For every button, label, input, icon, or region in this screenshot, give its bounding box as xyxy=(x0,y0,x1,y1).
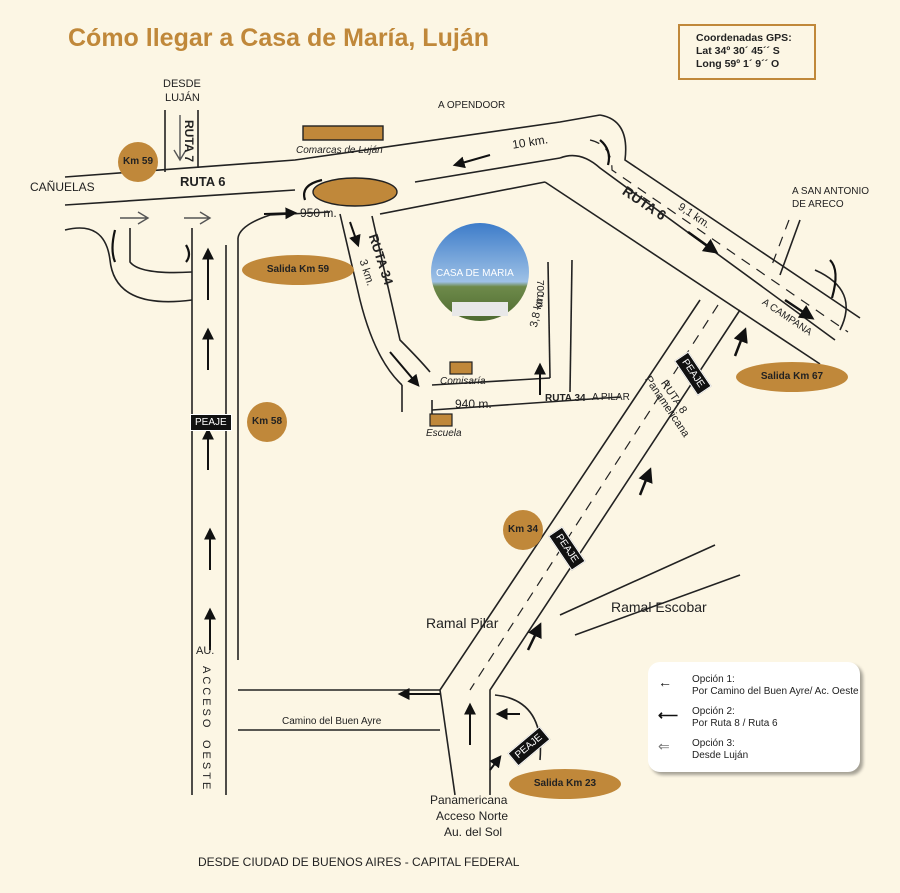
legend-opt2-desc: Por Ruta 8 / Ruta 6 xyxy=(692,718,778,729)
legend-opt3-title: Opción 3: xyxy=(692,738,735,749)
camino-buen-ayre-label: Camino del Buen Ayre xyxy=(282,716,382,727)
panamericana-label-3: Au. del Sol xyxy=(444,825,503,839)
canuelas-label: CAÑUELAS xyxy=(30,180,95,194)
gps-heading: Coordenadas GPS: xyxy=(696,32,792,44)
gps-long: Long 59º 1´ 9´´ O xyxy=(696,58,780,70)
legend-box: ← Opción 1: Por Camino del Buen Ayre/ Ac… xyxy=(648,662,860,772)
km59-badge: Km 59 xyxy=(122,156,153,167)
legend-opt3-desc: Desde Luján xyxy=(692,750,749,761)
comisaria-label: Comisaría xyxy=(440,376,486,387)
legend-opt1-desc: Por Camino del Buen Ayre/ Ac. Oeste xyxy=(692,686,859,697)
oeste-label: OESTE xyxy=(200,740,212,793)
panamericana-label-2: Acceso Norte xyxy=(436,809,509,823)
gps-box: Coordenadas GPS: Lat 34º 30´ 45´´ S Long… xyxy=(678,24,816,80)
ruta34-road xyxy=(339,213,403,386)
km59-dot xyxy=(118,142,158,182)
a-san-antonio-label-2: DE ARECO xyxy=(792,199,844,210)
km34-dot xyxy=(503,510,543,550)
ruta6-south-edge-left xyxy=(64,189,296,206)
a-opendoor-label: A OPENDOOR xyxy=(438,100,506,111)
au-label: AU. xyxy=(196,645,215,657)
km58-dot xyxy=(247,402,287,442)
desde-lujan-label-2: LUJÁN xyxy=(165,92,200,104)
comarcas-label: Comarcas de Luján xyxy=(296,145,383,156)
double-arrow-icon: ⟵ xyxy=(658,707,679,723)
ruta7-label: RUTA 7 xyxy=(182,120,196,162)
salida-km23-badge: Salida Km 23 xyxy=(533,778,597,789)
single-arrow-icon: ← xyxy=(658,674,672,690)
ramal-pilar-label: Ramal Pilar xyxy=(426,615,499,631)
footer-text: DESDE CIUDAD DE BUENOS AIRES - CAPITAL F… xyxy=(198,855,520,869)
peaje-acceso-oeste: PEAJE xyxy=(190,414,232,431)
salida-km67-badge: Salida Km 67 xyxy=(760,371,824,382)
km34-badge: Km 34 xyxy=(507,524,538,535)
m940-label: 940 m. xyxy=(455,397,492,411)
ruta6-left-label: RUTA 6 xyxy=(180,174,226,189)
m950-label: 950 m. xyxy=(300,206,337,220)
comisaria-block xyxy=(449,361,473,375)
km58-badge: Km 58 xyxy=(251,416,282,427)
salida-km23-oval xyxy=(509,769,621,799)
legend-opt2-title: Opción 2: xyxy=(692,706,735,717)
a-pilar-label: A PILAR xyxy=(592,392,630,403)
escuela-label: Escuela xyxy=(426,428,462,439)
a-san-antonio-label-1: A SAN ANTONIO xyxy=(792,186,870,197)
ruta34-bottom-label: RUTA 34 xyxy=(545,393,586,404)
legend-opt1-title: Opción 1: xyxy=(692,674,735,685)
page-title: Cómo llegar a Casa de María, Luján xyxy=(68,24,489,52)
ramal-escobar-label: Ramal Escobar xyxy=(611,599,707,615)
comarcas-block xyxy=(302,125,384,141)
desde-lujan-label-1: DESDE xyxy=(163,78,201,90)
salida-km59-oval xyxy=(242,255,354,285)
escuela-block xyxy=(429,413,453,427)
roundabout xyxy=(312,177,398,207)
ruta6-north-edge xyxy=(64,114,601,178)
gps-lat: Lat 34º 30´ 45´´ S xyxy=(696,45,780,57)
acceso-label: ACCESO xyxy=(200,666,212,731)
outline-arrow-icon: ⇐ xyxy=(658,738,670,754)
salida-km67-oval xyxy=(736,362,848,392)
casa-maria-label: CASA DE MARIA xyxy=(436,268,514,279)
casa-maria-photo xyxy=(431,223,529,321)
panamericana-label-1: Panamericana xyxy=(430,793,508,807)
salida-km59-badge: Salida Km 59 xyxy=(266,264,330,275)
